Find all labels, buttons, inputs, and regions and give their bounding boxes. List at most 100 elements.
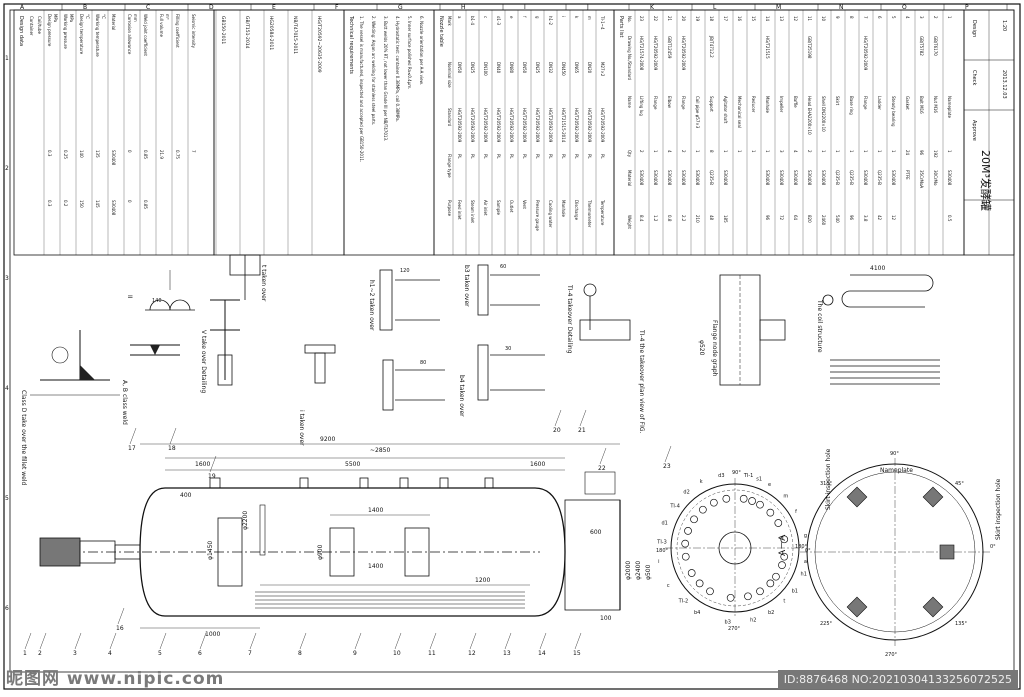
balloon-leader bbox=[129, 427, 137, 445]
balloon-leader bbox=[39, 632, 47, 650]
parts-cell: Lifting lug bbox=[639, 96, 644, 116]
balloon-leader bbox=[249, 632, 257, 650]
parts-cell: 1 bbox=[765, 150, 770, 153]
parts-cell: S30408 bbox=[695, 170, 700, 186]
grid-number: 6 bbox=[5, 605, 9, 612]
nozzle-cell: PL bbox=[535, 154, 540, 159]
design-row-shell: 0.25 bbox=[63, 150, 68, 159]
baffle bbox=[259, 504, 266, 556]
nozzle-cell: HG/T20592-2009 bbox=[483, 108, 488, 143]
note-line: 6. Nozzle orientation per A-A view. bbox=[419, 16, 424, 85]
skirt-anchor-pads bbox=[846, 486, 955, 618]
balloon-leader bbox=[199, 632, 207, 650]
note-line: 3. Butt welds 20% RT, not lower than Gra… bbox=[383, 16, 388, 141]
ab-weld-label: A, B class weld bbox=[121, 380, 128, 425]
nozzle-marker bbox=[722, 494, 731, 503]
nozzle-cell: Outlet bbox=[509, 200, 514, 213]
standard-item: NB/T47015-2011 bbox=[292, 16, 298, 54]
parts-cell: 6 bbox=[877, 16, 882, 19]
nozzle-cell: DN100 bbox=[483, 62, 488, 76]
title-block-approved: Approve bbox=[971, 120, 977, 141]
nozzle-marker bbox=[780, 552, 789, 561]
balloon-leader bbox=[504, 632, 512, 650]
nozzle-marker bbox=[684, 527, 692, 535]
parts-cell: GB/T12459 bbox=[667, 36, 672, 59]
nozzle-label: i bbox=[658, 559, 659, 565]
balloon-leader bbox=[599, 447, 607, 465]
nozzle-cell: PL bbox=[574, 154, 579, 159]
nozzle-label: h2 bbox=[750, 617, 756, 623]
nozzle-marker bbox=[766, 579, 775, 588]
part-balloon: 15 bbox=[573, 650, 581, 657]
parts-cell: 42 bbox=[877, 215, 882, 221]
nozzle-marker bbox=[778, 561, 786, 569]
part-balloon: 14 bbox=[538, 650, 546, 657]
parts-cell: 8 bbox=[709, 150, 714, 153]
parts-cell: 2 bbox=[933, 16, 938, 19]
nozzle-label: b1 bbox=[792, 588, 798, 594]
nozzle-marker bbox=[687, 569, 696, 577]
ti4-plan-label: TI-4 the takeover plan view of FIG. bbox=[638, 329, 645, 433]
dim-140: 140 bbox=[152, 298, 162, 304]
parts-cell: 4 bbox=[905, 16, 910, 19]
nozzle-marker bbox=[739, 494, 748, 503]
nozzle-marker bbox=[756, 500, 764, 509]
parts-cell: Ladder bbox=[877, 96, 882, 110]
title-block-scale: 1:20 bbox=[1001, 20, 1007, 31]
nozzle-cell: HG/T20592-2009 bbox=[548, 108, 553, 143]
balloon-leader bbox=[579, 409, 587, 427]
part-balloon: 19 bbox=[208, 473, 216, 480]
parts-cell: 48 bbox=[709, 215, 714, 221]
notes-header: Technical requirements bbox=[348, 15, 354, 74]
design-row-name: Filling coefficient bbox=[175, 14, 180, 48]
skirt-angle-label: 90° bbox=[890, 451, 899, 457]
nozzle-marker bbox=[780, 535, 789, 544]
parts-cell: 64 bbox=[793, 215, 798, 221]
standard-item: GB150-2011 bbox=[220, 16, 226, 44]
nozzle-cell: PL bbox=[483, 154, 488, 159]
grid-letter: I bbox=[524, 4, 526, 11]
dim-phi1450: φ1450 bbox=[207, 541, 214, 560]
part-balloon: 16 bbox=[116, 625, 124, 632]
parts-cell: 2 bbox=[807, 150, 812, 153]
nozzle-label: d3 bbox=[718, 473, 724, 479]
parts-cell: 2 bbox=[681, 150, 686, 153]
parts-cell: Reducer bbox=[751, 96, 756, 113]
nozzle-label: TI-3 bbox=[656, 540, 667, 546]
nozzle-cell: g bbox=[535, 16, 540, 19]
parts-cell: 5 bbox=[891, 16, 896, 19]
parts-cell: JB/T4712.2 bbox=[709, 35, 714, 58]
parts-cell: Base ring bbox=[849, 96, 854, 115]
nozzle-cell: PL bbox=[496, 154, 501, 159]
parts-table-header: Parts list bbox=[618, 16, 624, 37]
parts-cell: 1 bbox=[877, 150, 882, 153]
grid-letter: B bbox=[83, 4, 87, 11]
nozzle-cell: DN50 bbox=[457, 62, 462, 74]
parts-cell: 23 bbox=[639, 16, 644, 22]
nozzle-cell: HG/T20592-2009 bbox=[470, 108, 475, 143]
b4-takeover-label: b4 taken over bbox=[458, 375, 465, 417]
parts-cell: PTFE bbox=[905, 170, 910, 180]
design-row-unit: mm bbox=[133, 14, 138, 22]
parts-cell: 19 bbox=[695, 16, 700, 22]
balloon-leader bbox=[354, 632, 362, 650]
parts-cell: 30CrMo bbox=[933, 170, 938, 186]
nozzle-marker bbox=[710, 498, 718, 507]
part-balloon: 23 bbox=[663, 463, 671, 470]
ab-weld-detail: A, B class weld bbox=[121, 344, 180, 425]
part-balloon: 6 bbox=[198, 650, 202, 657]
nozzle-marker bbox=[772, 572, 780, 581]
h12-takeover-label: h1~2 taken over bbox=[368, 280, 375, 331]
nozzle-marker bbox=[706, 587, 714, 596]
design-table-col-coil: Coil/tube bbox=[37, 16, 42, 34]
parts-cell: GB/T6170 bbox=[933, 36, 938, 56]
nozzle-cell: h1-2 bbox=[548, 16, 553, 26]
parts-cell: 96 bbox=[849, 215, 854, 221]
nozzle-label: TI-4 bbox=[669, 504, 680, 510]
aa-angle-label: 90° bbox=[732, 470, 741, 476]
parts-cell: 7 bbox=[863, 16, 868, 19]
